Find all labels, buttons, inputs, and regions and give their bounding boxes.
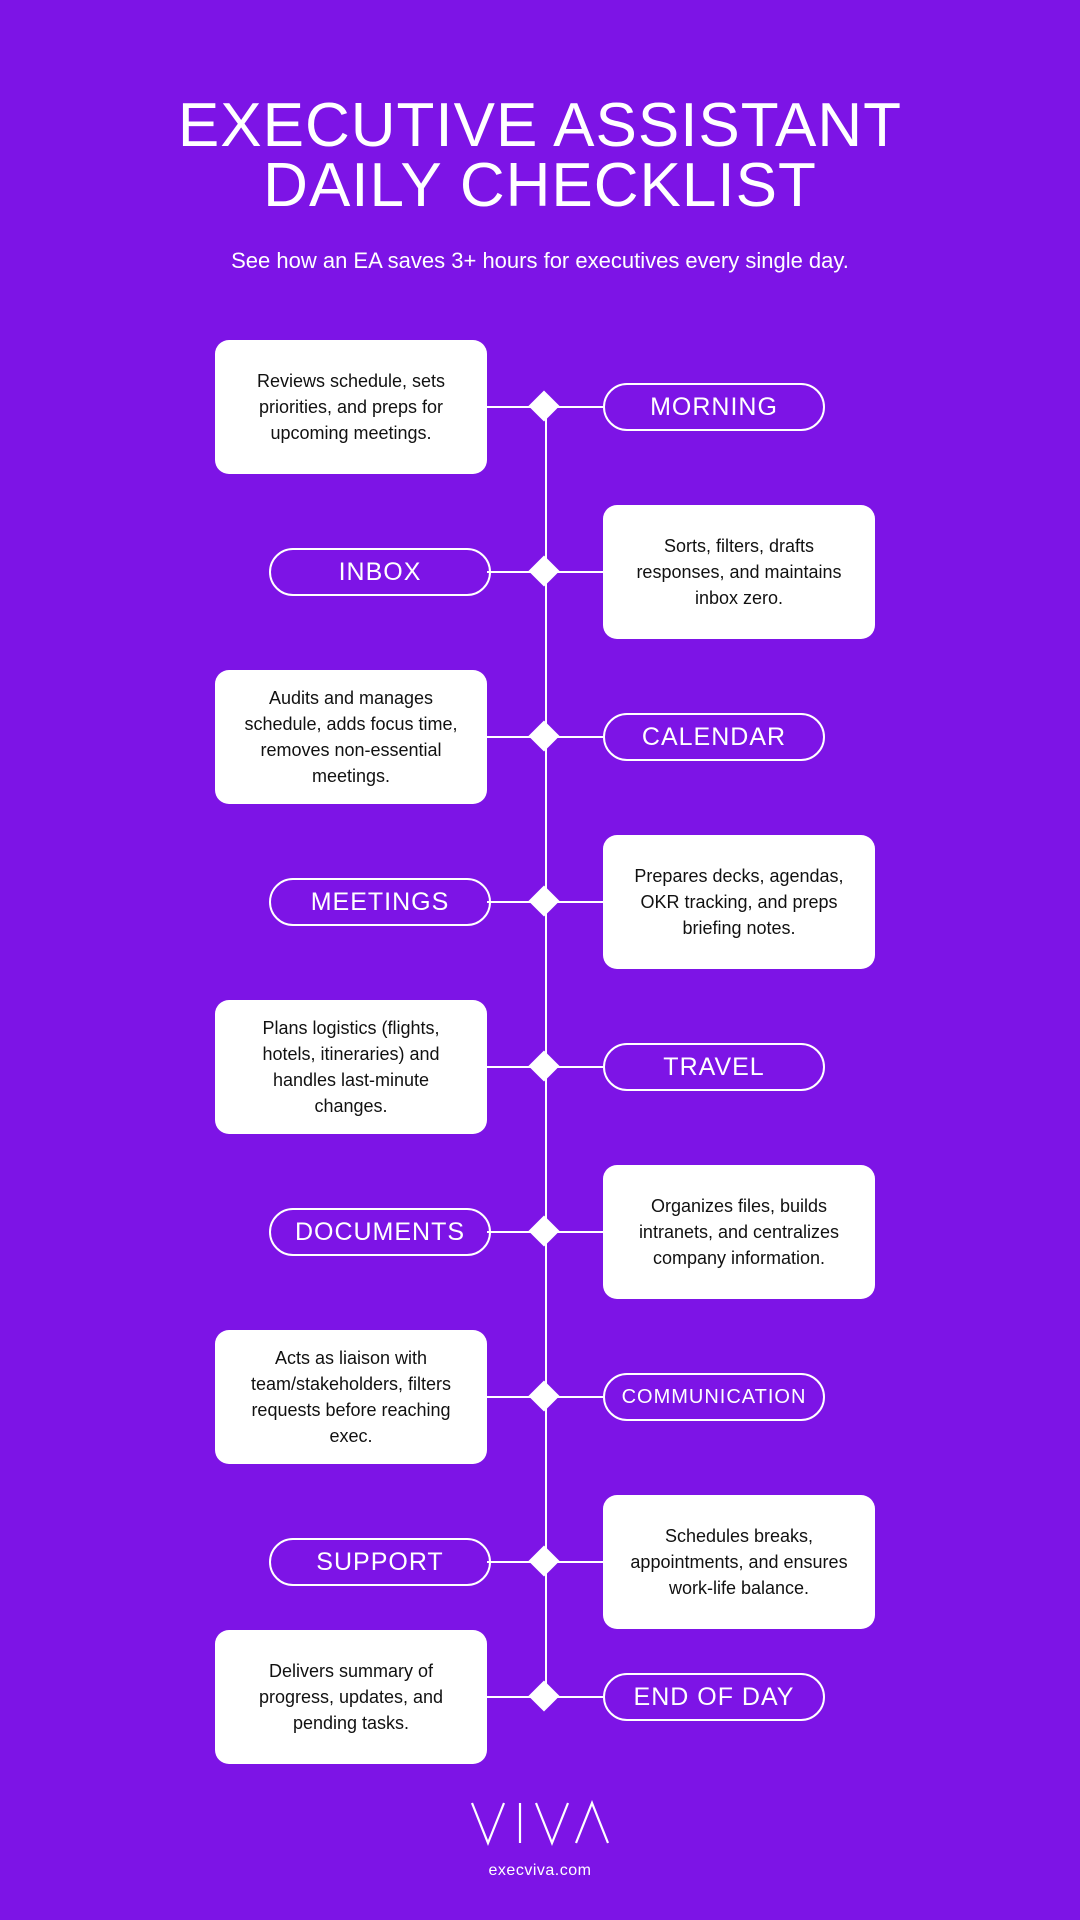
connector-line (547, 1396, 603, 1398)
timeline-node (528, 390, 560, 422)
time-block-label: SUPPORT (269, 1538, 491, 1586)
connector-line (487, 1066, 547, 1068)
connector-line (547, 736, 603, 738)
viva-logo-mark (470, 1800, 610, 1846)
connector-line (547, 1066, 603, 1068)
timeline-node (528, 1545, 560, 1577)
time-block-label: INBOX (269, 548, 491, 596)
timeline-row-inbox: INBOX Sorts, filters, drafts responses, … (0, 502, 1080, 642)
timeline-row-end-of-day: Delivers summary of progress, updates, a… (0, 1627, 1080, 1767)
timeline-row-calendar: Audits and manages schedule, adds focus … (0, 667, 1080, 807)
timeline-row-meetings: MEETINGS Prepares decks, agendas, OKR tr… (0, 832, 1080, 972)
website-url[interactable]: execviva.com (488, 1862, 592, 1879)
title-line-1: EXECUTIVE ASSISTANT (177, 91, 903, 160)
time-block-label: MEETINGS (269, 878, 491, 926)
time-block-label: DOCUMENTS (269, 1208, 491, 1256)
timeline-row-travel: Plans logistics (flights, hotels, itiner… (0, 997, 1080, 1137)
timeline-row-communication: Acts as liaison with team/stakeholders, … (0, 1327, 1080, 1467)
task-card: Acts as liaison with team/stakeholders, … (215, 1330, 487, 1464)
connector-line (547, 1561, 603, 1563)
connector-line (487, 736, 547, 738)
connector-line (487, 1231, 547, 1233)
connector-line (487, 1396, 547, 1398)
timeline-node (528, 1050, 560, 1082)
timeline-row-documents: DOCUMENTS Organizes files, builds intran… (0, 1162, 1080, 1302)
connector-line (547, 901, 603, 903)
time-block-label: MORNING (603, 383, 825, 431)
task-card: Sorts, filters, drafts responses, and ma… (603, 505, 875, 639)
viva-logo (0, 1800, 1080, 1851)
timeline-row-support: SUPPORT Schedules breaks, appointments, … (0, 1492, 1080, 1632)
connector-line (547, 1231, 603, 1233)
connector-line (487, 571, 547, 573)
time-block-label: CALENDAR (603, 713, 825, 761)
timeline-node (528, 555, 560, 587)
task-card: Plans logistics (flights, hotels, itiner… (215, 1000, 487, 1134)
connector-line (487, 1561, 547, 1563)
connector-line (547, 1696, 603, 1698)
connector-line (547, 406, 603, 408)
connector-line (487, 901, 547, 903)
task-card: Audits and manages schedule, adds focus … (215, 670, 487, 804)
timeline-node (528, 720, 560, 752)
timeline-row-morning: Reviews schedule, sets priorities, and p… (0, 337, 1080, 477)
task-card: Reviews schedule, sets priorities, and p… (215, 340, 487, 474)
page-title: EXECUTIVE ASSISTANT DAILY CHECKLIST (0, 91, 1080, 220)
task-card: Prepares decks, agendas, OKR tracking, a… (603, 835, 875, 969)
time-block-label: END OF DAY (603, 1673, 825, 1721)
task-card: Delivers summary of progress, updates, a… (215, 1630, 487, 1764)
title-line-2: DAILY CHECKLIST (263, 151, 817, 220)
task-card: Schedules breaks, appointments, and ensu… (603, 1495, 875, 1629)
time-block-label: COMMUNICATION (603, 1373, 825, 1421)
timeline-node (528, 1680, 560, 1712)
timeline-spine (545, 398, 547, 1688)
connector-line (547, 571, 603, 573)
task-card: Organizes files, builds intranets, and c… (603, 1165, 875, 1299)
page-subtitle: See how an EA saves 3+ hours for executi… (231, 248, 849, 273)
connector-line (487, 1696, 547, 1698)
connector-line (487, 406, 547, 408)
timeline-node (528, 1380, 560, 1412)
time-block-label: TRAVEL (603, 1043, 825, 1091)
timeline-node (528, 1215, 560, 1247)
timeline-node (528, 885, 560, 917)
